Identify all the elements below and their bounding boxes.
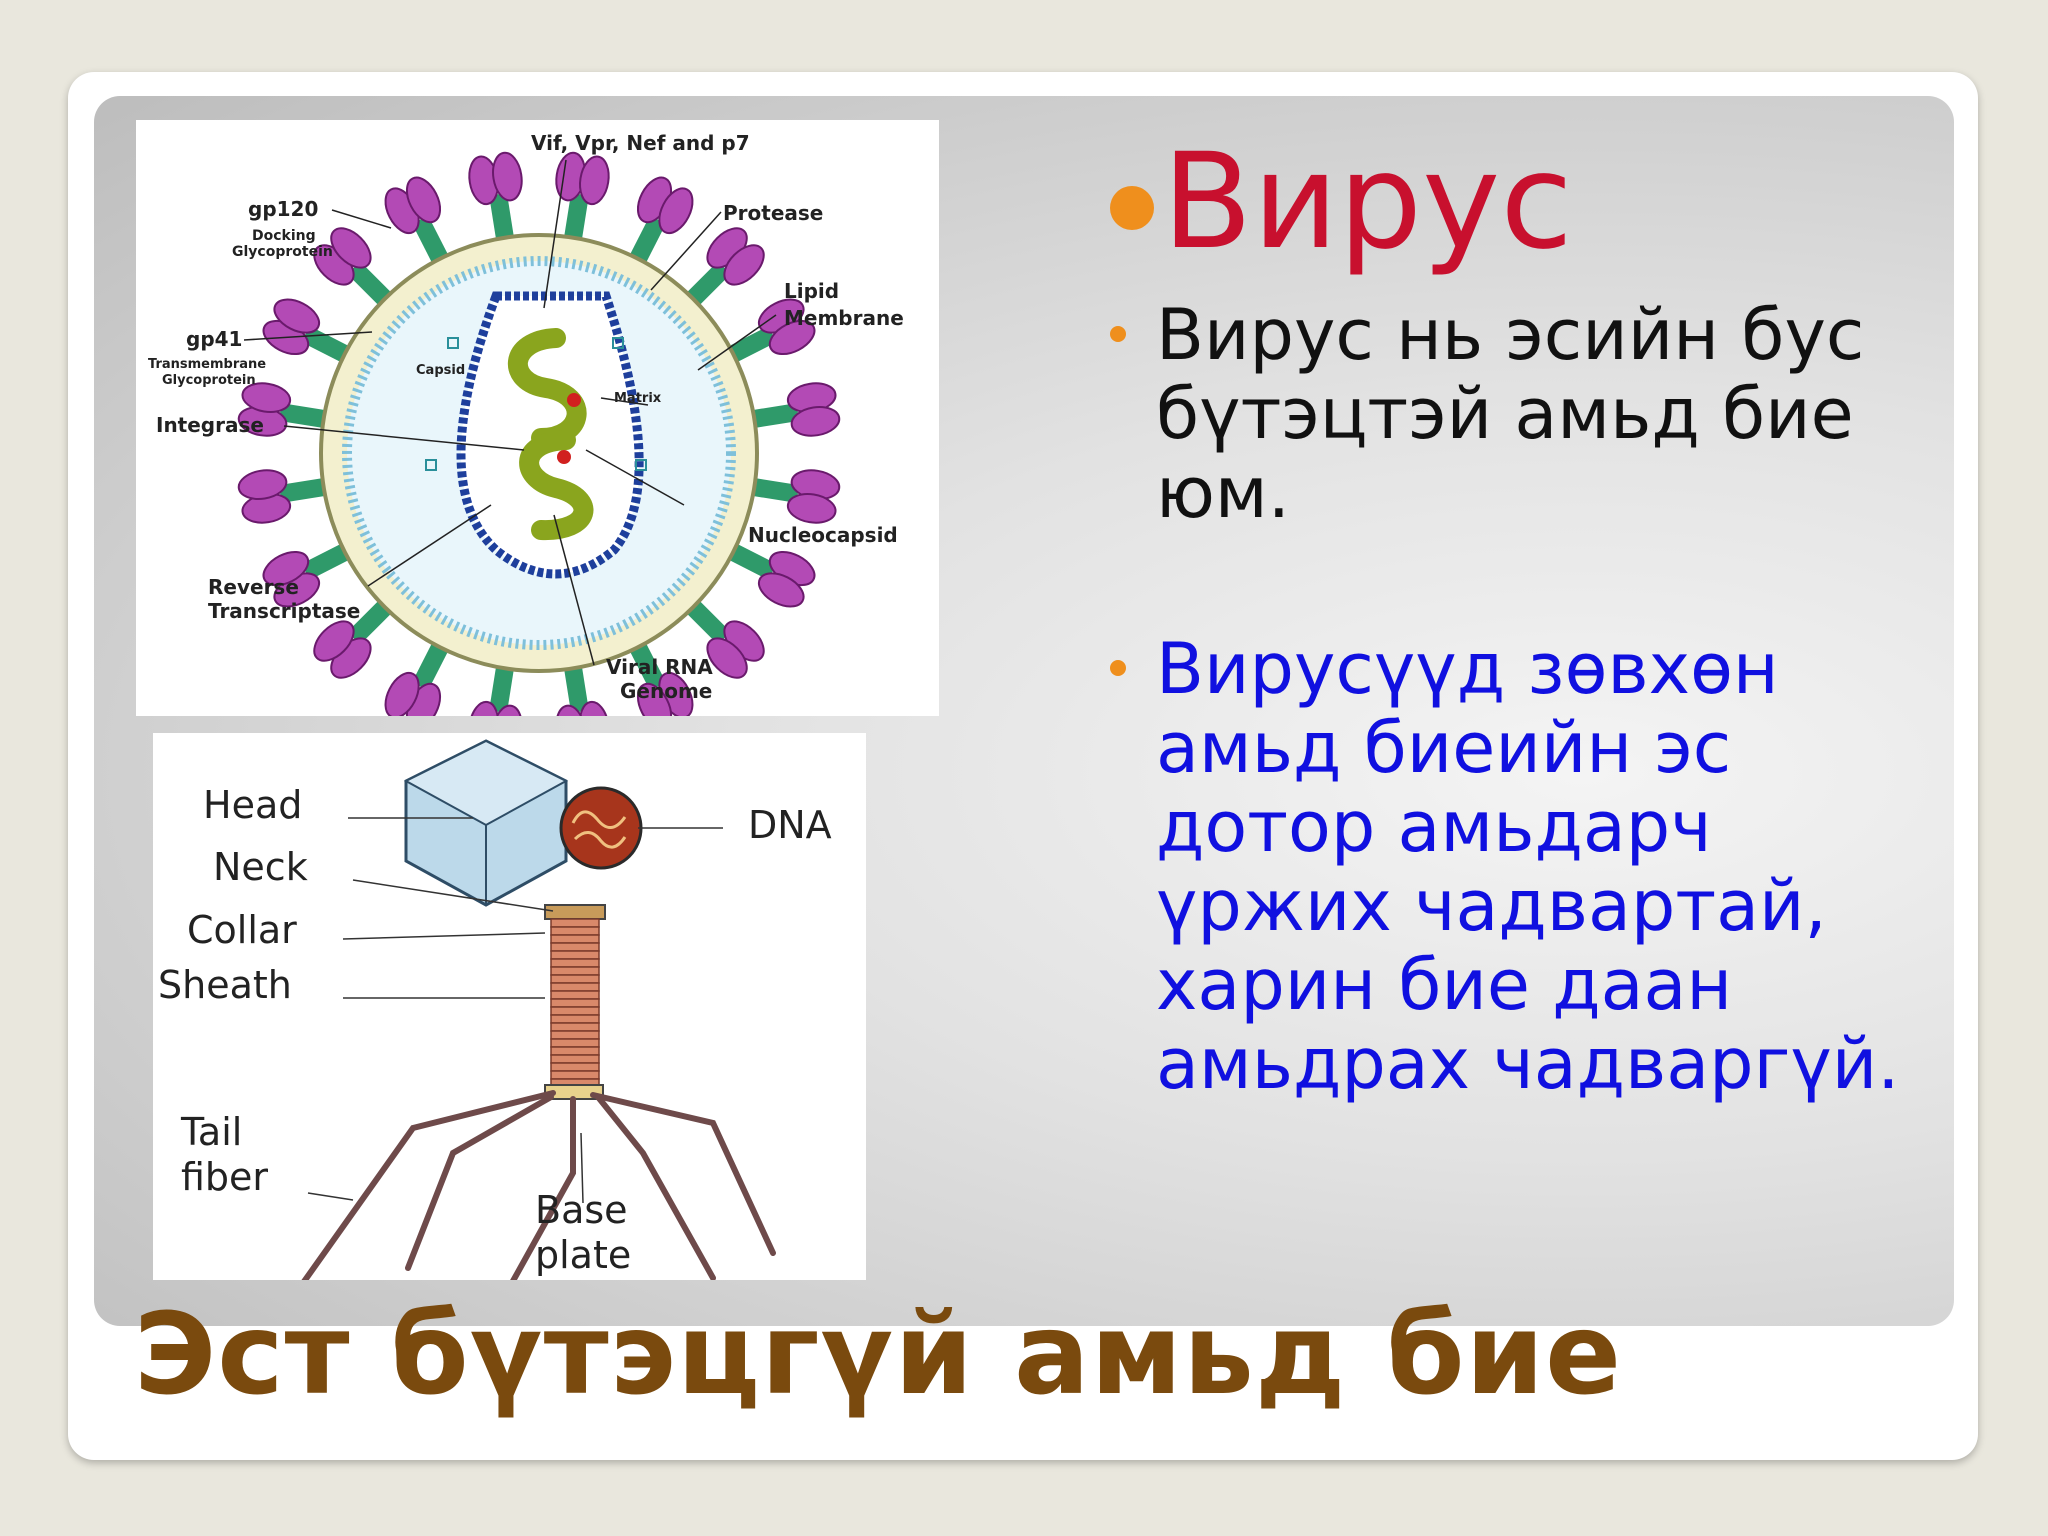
sheath-ring: [550, 958, 600, 968]
matrix-square: [612, 337, 624, 349]
sheath-ring: [550, 926, 600, 936]
sheath-ring: [550, 1046, 600, 1056]
phage-collar: [544, 904, 606, 920]
label-head: Head: [203, 783, 302, 827]
heading-bullet-dot: [1110, 185, 1154, 230]
label-base-2: plate: [535, 1233, 631, 1277]
bullet-item-1: Вирус нь эсийн бус бүтэцтэй амьд бие юм.: [1110, 296, 1950, 533]
hiv-diagram-svg: Vif, Vpr, Nef and p7 gp120 Docking Glyco…: [148, 131, 904, 716]
phage-sheath: [550, 918, 600, 1088]
viral-rna-strand-2: [519, 430, 594, 541]
sheath-ring: [550, 1030, 600, 1040]
spike: [237, 382, 332, 437]
label-gp120-sub2: Glycoprotein: [232, 244, 333, 260]
sheath-ring: [550, 966, 600, 976]
label-gp120-sub1: Docking: [252, 228, 316, 244]
phage-tail-fibers: [301, 1090, 776, 1280]
spike: [555, 151, 610, 246]
label-collar: Collar: [187, 908, 297, 952]
spike: [723, 541, 816, 608]
envelope-spikes: [237, 151, 841, 716]
heading-text: Вирус: [1162, 125, 1573, 279]
label-sheath: Sheath: [158, 963, 292, 1007]
sheath-ring: [550, 950, 600, 960]
sheath-ring: [550, 974, 600, 984]
sheath-ring: [550, 1014, 600, 1024]
phage-diagram-svg: Head Neck Collar Sheath DNA Tail fiber B…: [158, 739, 832, 1280]
phage-diagram: Head Neck Collar Sheath DNA Tail fiber B…: [153, 733, 866, 1280]
label-protease: Protease: [723, 201, 823, 225]
label-rt-1: Reverse: [208, 575, 299, 599]
matrix-square: [425, 459, 437, 471]
spike: [313, 227, 396, 310]
sheath-ring: [550, 990, 600, 1000]
label-tail-2: fiber: [181, 1155, 268, 1199]
hiv-diagram: Vif, Vpr, Nef and p7 gp120 Docking Glyco…: [136, 120, 939, 716]
phage-dna: [559, 786, 643, 870]
sheath-ring: [550, 1006, 600, 1016]
label-rna-1: Viral RNA: [606, 655, 713, 679]
spike: [723, 298, 816, 365]
leader-lines: [243, 159, 777, 666]
label-gp41: gp41: [186, 327, 242, 351]
label-lipid-2: Membrane: [784, 306, 904, 330]
sheath-ring: [550, 918, 600, 928]
sheath-ring: [550, 982, 600, 992]
label-matrix: Matrix: [614, 391, 662, 406]
label-rna-2: Genome: [620, 679, 712, 703]
matrix-square: [635, 459, 647, 471]
sheath-ring: [550, 1022, 600, 1032]
sheath-ring: [550, 942, 600, 952]
spike: [746, 382, 841, 437]
rt-dot: [567, 393, 581, 407]
sheath-ring: [550, 1038, 600, 1048]
spike: [627, 176, 694, 269]
sheath-ring: [550, 1070, 600, 1080]
sheath-ring: [550, 998, 600, 1008]
label-dna: DNA: [748, 803, 832, 847]
bullet-text-2: Вирусүүд зөвхөн амьд биеийн эс дотор амь…: [1156, 628, 1900, 1105]
bullet-dot: [1110, 326, 1126, 342]
integrase-dot: [557, 450, 571, 464]
phage-leader-lines: [307, 817, 723, 1204]
label-gp41-sub2: Glycoprotein: [162, 373, 256, 388]
spike: [468, 660, 523, 716]
label-neck: Neck: [213, 845, 308, 889]
slide-heading: Вирус: [1110, 125, 1573, 279]
label-capsid: Capsid: [416, 363, 465, 378]
spike: [555, 660, 610, 716]
bullet-item-2: Вирусүүд зөвхөн амьд биеийн эс дотор амь…: [1110, 630, 1950, 1104]
label-rt-2: Transcriptase: [208, 599, 360, 623]
bullet-dot: [1110, 660, 1126, 676]
label-integrase: Integrase: [156, 413, 264, 437]
bullet-text-1: Вирус нь эсийн бус бүтэцтэй амьд бие юм.: [1156, 294, 1865, 534]
spike: [627, 637, 694, 716]
viral-rna-strand-1: [508, 328, 587, 448]
label-lipid-1: Lipid: [784, 279, 839, 303]
sheath-ring: [550, 934, 600, 944]
label-tail-1: Tail: [180, 1110, 242, 1154]
label-vif: Vif, Vpr, Nef and p7: [531, 131, 750, 155]
spike: [468, 151, 523, 246]
label-base-1: Base: [535, 1188, 628, 1232]
spike: [384, 637, 451, 716]
label-gp41-sub1: Transmembrane: [148, 357, 266, 372]
spike: [384, 176, 451, 269]
label-nucleocapsid: Nucleocapsid: [748, 523, 898, 547]
slide-title: Эст бүтэцгүй амьд бие: [134, 1290, 1623, 1420]
spike: [262, 541, 355, 608]
sheath-ring: [550, 1062, 600, 1072]
label-gp120: gp120: [248, 197, 318, 221]
spike: [746, 469, 841, 524]
spike: [237, 469, 332, 524]
matrix-square: [447, 337, 459, 349]
sheath-ring: [550, 1054, 600, 1064]
